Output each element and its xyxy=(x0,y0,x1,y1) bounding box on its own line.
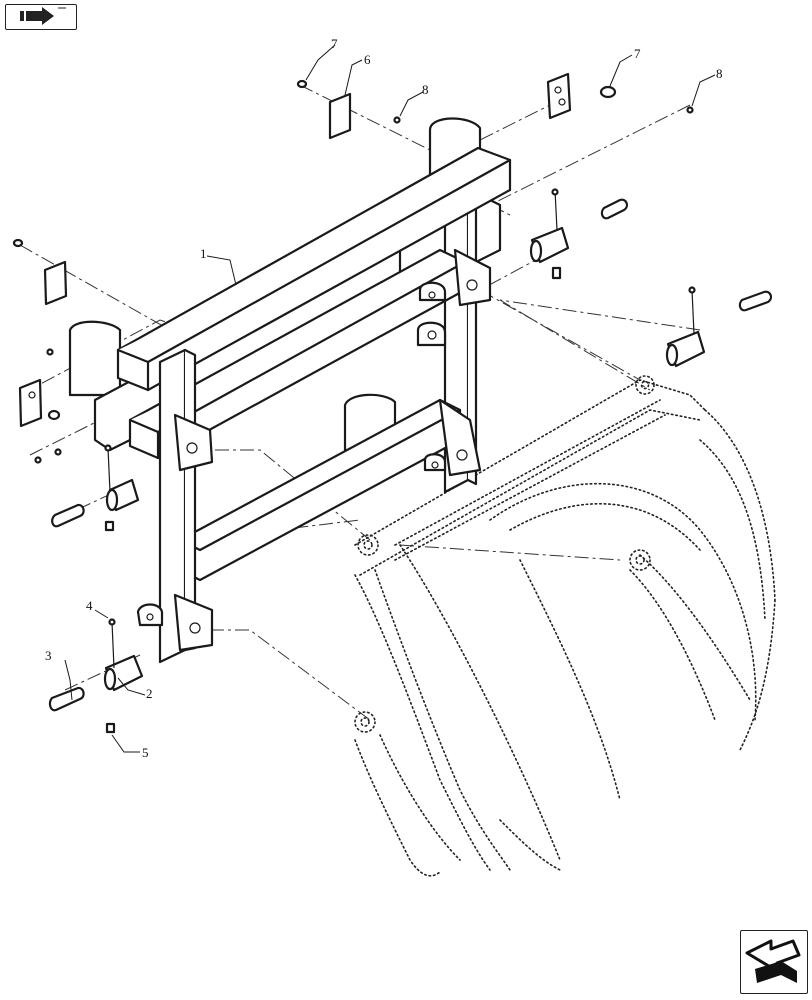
callout-2: 2 xyxy=(146,686,153,701)
callout-leaders xyxy=(64,44,716,753)
quick-coupler-frame xyxy=(68,117,512,664)
callout-3: 3 xyxy=(45,648,52,663)
callout-6: 6 xyxy=(364,52,371,67)
callout-8-right: 8 xyxy=(716,66,723,81)
rivets-and-screws xyxy=(12,79,694,464)
wear-plates xyxy=(18,72,572,428)
callout-7-right: 7 xyxy=(634,46,641,61)
callout-5: 5 xyxy=(142,745,149,760)
next-page-button[interactable] xyxy=(740,930,808,994)
callout-4: 4 xyxy=(86,598,93,613)
callout-1: 1 xyxy=(200,246,207,261)
boom-outline-dotted xyxy=(354,375,776,877)
return-arrow-icon xyxy=(20,7,66,25)
next-page-arrow-icon xyxy=(745,939,801,983)
callout-labels: 1 2 3 4 5 6 7 7 8 8 xyxy=(45,36,723,760)
pin-hardware xyxy=(48,188,773,734)
callout-8-left: 8 xyxy=(422,82,429,97)
callout-7-left: 7 xyxy=(331,36,338,51)
return-button[interactable] xyxy=(5,4,77,30)
